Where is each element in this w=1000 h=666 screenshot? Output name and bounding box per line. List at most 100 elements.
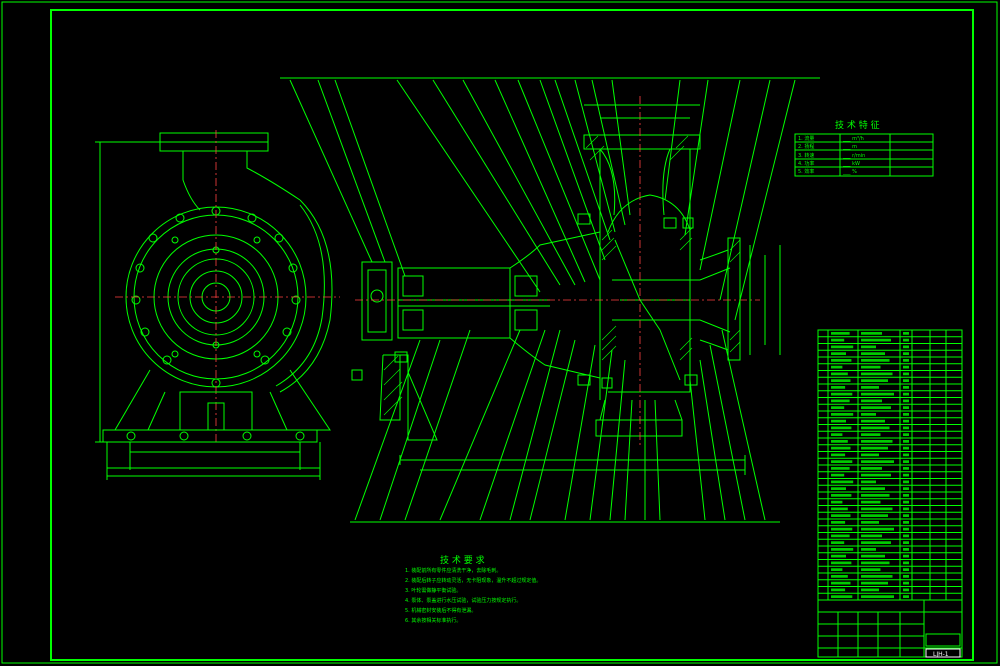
param-label-4: 4. 功率 xyxy=(798,160,814,167)
parts-entry-mark xyxy=(861,359,890,362)
parts-entry-mark xyxy=(861,332,882,335)
parts-entry-mark xyxy=(831,575,848,578)
parts-entry-mark xyxy=(903,372,909,376)
parts-entry-mark xyxy=(861,595,894,598)
parts-entry-mark xyxy=(903,453,909,457)
param-label-5: 5. 效率 xyxy=(798,168,814,175)
parts-entry-mark xyxy=(903,473,909,477)
parts-entry-mark xyxy=(861,487,885,490)
tech-requirements: 技 术 要 求 1. 装配前所有零件应清洗干净，去除毛刺。 2. 装配后转子应转… xyxy=(405,554,541,624)
inner-border xyxy=(50,9,974,661)
parts-entry-mark xyxy=(831,541,845,544)
requirement-4: 4. 泵体、泵盖进行水压试验，试验压力按规定执行。 xyxy=(405,597,521,604)
parts-entry-mark xyxy=(831,446,851,450)
parts-entry-mark xyxy=(861,345,876,349)
tech-params-table: 技 术 特 征 1. 流量 ___ m³/h 2. 扬程 ___ m 3. 转速… xyxy=(794,119,934,177)
parts-entry-mark xyxy=(831,548,854,551)
parts-entry-mark xyxy=(831,500,843,504)
parts-entry-mark xyxy=(831,365,843,369)
parts-entry-mark xyxy=(861,392,894,396)
pump-section-view xyxy=(280,77,820,523)
param-label-2: 2. 扬程 xyxy=(798,143,814,150)
parts-entry-mark xyxy=(831,554,846,558)
parts-entry-mark xyxy=(903,352,909,355)
parts-entry-mark xyxy=(831,521,846,524)
parts-entry-mark xyxy=(831,581,851,585)
parts-entry-mark xyxy=(903,554,909,558)
parts-entry-mark xyxy=(861,548,876,551)
parts-entry-mark xyxy=(903,392,909,396)
parts-entry-mark xyxy=(903,494,909,497)
param-value-2: ___ m xyxy=(842,144,857,150)
requirement-2: 2. 装配后转子应转动灵活，无卡阻现象，温升不超过规定值。 xyxy=(405,577,541,584)
parts-entry-mark xyxy=(861,514,888,517)
parts-entry-mark xyxy=(903,460,909,463)
tech-requirements-title: 技 术 要 求 xyxy=(440,554,485,566)
parts-entry-mark xyxy=(861,575,893,578)
parts-entry-mark xyxy=(903,595,909,598)
parts-entry-mark xyxy=(831,379,851,382)
parts-entry-mark xyxy=(861,494,890,497)
parts-entry-mark xyxy=(831,440,848,443)
parts-entry-mark xyxy=(861,352,885,355)
parts-entry-mark xyxy=(831,453,846,457)
parts-entry-mark xyxy=(831,332,850,335)
section-hatching xyxy=(383,135,741,416)
parts-entry-mark xyxy=(831,514,851,517)
parts-entry-mark xyxy=(861,554,885,558)
parts-entry-mark xyxy=(831,534,850,538)
parts-entry-mark xyxy=(903,588,909,592)
parts-entry-mark xyxy=(861,399,882,403)
parts-entry-mark xyxy=(861,527,894,531)
parts-entry-mark xyxy=(861,521,879,524)
parts-entry-mark xyxy=(903,568,909,571)
param-value-5: ___ % xyxy=(842,169,857,175)
parts-entry-mark xyxy=(861,419,885,423)
parts-entry-mark xyxy=(831,507,848,511)
parts-entry-mark xyxy=(903,440,909,443)
requirement-6: 6. 其余按相关标准执行。 xyxy=(405,617,461,624)
parts-entry-mark xyxy=(861,534,882,538)
param-value-1: ___ m³/h xyxy=(842,136,864,142)
parts-entry-mark xyxy=(861,433,881,436)
requirement-3: 3. 叶轮需做静平衡试验。 xyxy=(405,587,461,594)
parts-entry-mark xyxy=(861,372,893,376)
param-label-3: 3. 转速 xyxy=(798,152,814,159)
bolts xyxy=(351,213,698,389)
parts-entry-mark xyxy=(861,440,893,443)
parts-entry-mark xyxy=(831,527,853,531)
parts-entry-mark xyxy=(861,507,893,511)
parts-entry-mark xyxy=(831,338,845,342)
parts-entry-mark xyxy=(903,480,909,484)
parts-entry-mark xyxy=(861,386,879,389)
bolt-holes xyxy=(131,206,301,388)
parts-entry-mark xyxy=(831,352,846,355)
pump-front-view xyxy=(95,130,340,480)
parts-entry-mark xyxy=(861,480,876,484)
parts-entry-mark xyxy=(831,480,854,484)
parts-entry-mark xyxy=(831,372,848,376)
requirement-1: 1. 装配前所有零件应清洗干净，去除毛刺。 xyxy=(405,567,501,574)
parts-entry-mark xyxy=(831,386,846,389)
parts-entry-mark xyxy=(861,446,888,450)
parts-entry-mark xyxy=(903,446,909,450)
parts-entry-mark xyxy=(903,359,909,362)
parts-entry-mark xyxy=(903,413,909,416)
parts-entry-mark xyxy=(861,581,888,585)
parts-entry-mark xyxy=(831,406,845,409)
parts-entry-mark xyxy=(831,487,846,490)
parts-entry-mark xyxy=(861,561,890,565)
parts-entry-mark xyxy=(903,365,909,369)
parts-entry-mark xyxy=(831,467,850,470)
parts-entry-mark xyxy=(861,379,888,382)
parts-entry-mark xyxy=(831,473,845,477)
param-value-3: ___ r/min xyxy=(842,153,865,159)
parts-entry-mark xyxy=(903,467,909,470)
parts-entry-mark xyxy=(831,345,854,349)
parts-entry-mark xyxy=(903,406,909,409)
drawing-number: LJH-1 xyxy=(933,651,949,658)
parts-entry-mark xyxy=(831,433,843,436)
parts-entry-mark xyxy=(861,473,891,477)
parts-entry-mark xyxy=(831,419,846,423)
